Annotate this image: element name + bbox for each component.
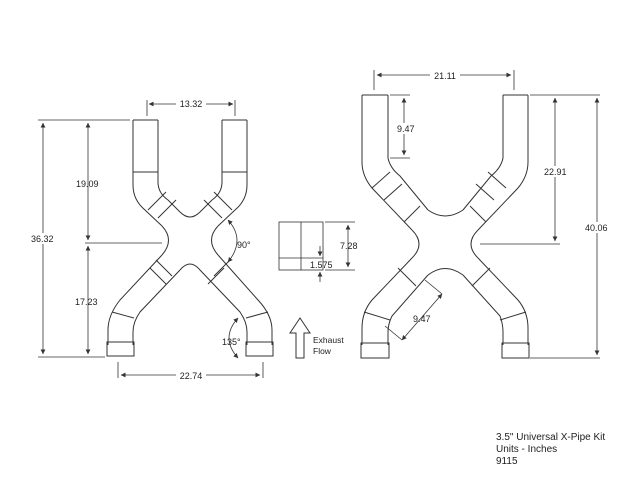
right-view-dimensions — [373, 70, 600, 359]
right-top-width-label: 21.11 — [434, 71, 456, 81]
left-view-dimension-labels: 13.32 19.09 36.32 17.23 22.74 90° 135° — [31, 98, 251, 381]
left-upper-angle-label: 90° — [237, 240, 251, 250]
right-upper-height-label: 22.91 — [544, 167, 567, 177]
center-height-label: 7.28 — [340, 241, 358, 251]
left-view-dimensions — [38, 100, 264, 378]
left-bottom-width-label: 22.74 — [180, 371, 203, 381]
left-x-pipe-view — [106, 119, 274, 357]
right-x-pipe-view — [360, 94, 530, 359]
right-view-dimension-labels: 21.11 9.47 22.91 40.06 9.47 — [396, 70, 611, 324]
center-detail-labels: 7.28 1.575 — [310, 241, 358, 270]
left-lower-angle-label: 135° — [222, 337, 241, 347]
right-pipe-length-label: 9.47 — [397, 124, 415, 134]
left-overall-height-label: 36.32 — [31, 234, 54, 244]
exhaust-flow-indicator: Exhaust Flow — [289, 317, 344, 359]
left-top-width-label: 13.32 — [180, 99, 203, 109]
center-small-dim-label: 1.575 — [310, 260, 333, 270]
left-lower-height-label: 17.23 — [75, 297, 98, 307]
kit-title: 3.5" Universal X-Pipe Kit — [496, 432, 606, 443]
units-note: Units - Inches — [496, 444, 558, 455]
up-arrow-icon — [289, 317, 311, 359]
left-upper-height-label: 19.09 — [76, 179, 99, 189]
part-number: 9115 — [496, 456, 518, 467]
exhaust-flow-line2: Flow — [313, 346, 332, 356]
right-diagonal-label: 9.47 — [413, 314, 431, 324]
title-block: 3.5" Universal X-Pipe Kit Units - Inches… — [496, 432, 605, 468]
right-overall-height-label: 40.06 — [585, 223, 608, 233]
exhaust-flow-line1: Exhaust — [313, 335, 344, 345]
center-detail — [278, 221, 355, 282]
